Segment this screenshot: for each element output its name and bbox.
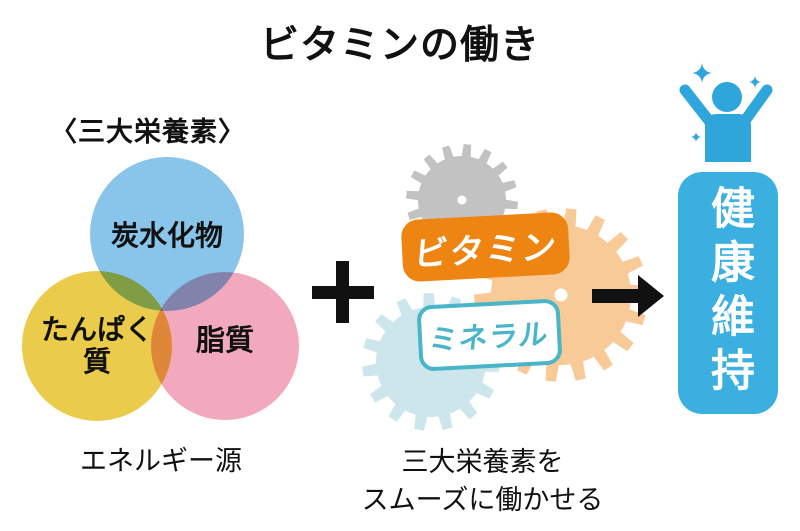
protein-label: たんぱく質 <box>40 314 153 377</box>
sparkle-icon <box>749 76 761 88</box>
carbohydrate-label: 炭水化物 <box>110 220 223 251</box>
mineral-badge: ミネラル <box>416 298 563 372</box>
fat-circle <box>151 272 299 420</box>
macronutrients-venn-diagram <box>0 0 330 460</box>
health-maintenance-box: 健康維持 <box>678 172 778 414</box>
macronutrients-heading: 〈三大栄養素〉 <box>50 117 246 147</box>
vitamin-badge: ビタミン <box>400 211 571 283</box>
gears-caption: 三大栄養素を スムーズに働かせる <box>320 443 645 519</box>
health-maintenance-label: 健康維持 <box>704 185 753 401</box>
mineral-badge-label: ミネラル <box>427 318 551 358</box>
gears-caption-line1: 三大栄養素を <box>401 447 564 477</box>
person-left-arm <box>679 84 716 128</box>
vitamin-badge-label: ビタミン <box>411 227 559 274</box>
energy-source-caption: エネルギー源 <box>80 446 242 476</box>
arrow-right-icon <box>592 275 664 317</box>
sparkle-icon <box>692 63 712 83</box>
page-title: ビタミンの働き <box>259 24 540 67</box>
gears-caption-line2: スムーズに働かせる <box>361 485 604 515</box>
sparkle-icon <box>691 132 701 142</box>
person-right-arm <box>738 84 773 128</box>
person-body <box>705 114 751 162</box>
gear-orange-icon-hole <box>554 288 568 302</box>
person-celebrating-icon <box>679 63 773 162</box>
gear-gray-icon-hole <box>457 195 467 205</box>
protein-circle <box>22 271 172 421</box>
person-head <box>712 82 742 112</box>
fat-label: 脂質 <box>195 325 254 357</box>
arrow-right-shape <box>592 275 664 317</box>
plus-icon <box>336 261 349 323</box>
